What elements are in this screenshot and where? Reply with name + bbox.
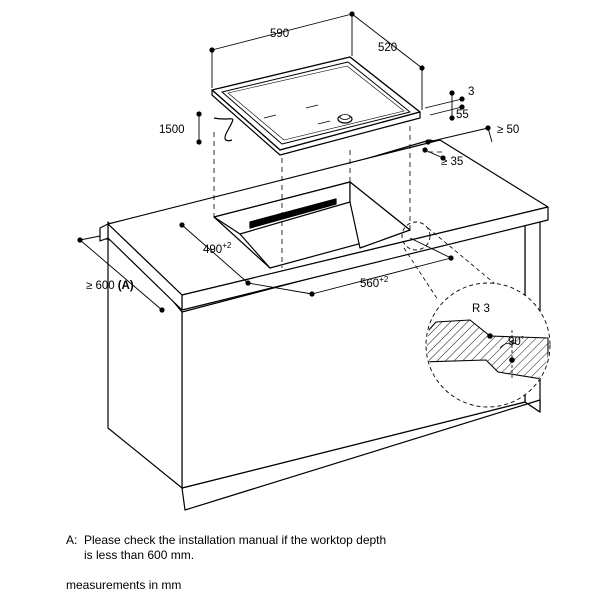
cooktop-depth-label: 520 xyxy=(378,42,397,54)
height-label: 55 xyxy=(456,109,469,121)
cutout-shadow-strip xyxy=(249,198,337,229)
min-back-distance-label: ≥ 50 xyxy=(497,124,519,136)
cable-length-label: 1500 xyxy=(159,124,185,136)
dimension-lines xyxy=(79,13,493,311)
note-a-line1: Please check the installation manual if … xyxy=(84,533,387,547)
detail-callout xyxy=(401,221,551,408)
cooktop-glass-inner xyxy=(227,65,405,141)
note-a: A: Please check the installation manual i… xyxy=(66,533,386,563)
dimension-dots xyxy=(77,11,491,313)
power-cable xyxy=(213,117,234,142)
thickness-label: 3 xyxy=(468,86,474,98)
worktop-depth-label: ≥ 600(A) xyxy=(86,280,134,292)
cooktop-zone-mark xyxy=(263,114,277,119)
cooktop-glass xyxy=(221,61,411,145)
cabinet xyxy=(107,219,541,511)
cutout-side-wall xyxy=(349,181,411,249)
cooktop-zone-mark xyxy=(305,104,319,109)
angle-label: 90° xyxy=(508,335,524,348)
cooktop xyxy=(211,56,421,156)
units-note: measurements in mm xyxy=(66,578,182,592)
note-a-line2: is less than 600 mm. xyxy=(84,548,195,562)
cutout-width-label: 560+2 xyxy=(360,275,389,290)
radius-point xyxy=(487,333,493,339)
control-knob-top xyxy=(339,114,351,120)
dimension-labels: 590 520 1500 3 55 ≥ 50 ≥ 35 490+2 560+2 … xyxy=(86,28,524,348)
angle-point xyxy=(509,357,515,363)
cooktop-zone-mark xyxy=(317,120,331,125)
cooktop-edge xyxy=(211,89,421,156)
detail-marker-circle xyxy=(401,221,431,251)
worktop-back-ledge xyxy=(99,223,109,242)
min-front-gap-label: ≥ 35 xyxy=(441,156,463,168)
cutout xyxy=(213,181,411,269)
angle-arc xyxy=(499,342,517,349)
cutout-depth-label: 490+2 xyxy=(203,241,232,256)
cooktop-width-label: 590 xyxy=(270,28,289,40)
note-a-label: A: xyxy=(66,533,78,547)
radius-label: R 3 xyxy=(472,303,490,315)
cutout-floor-edge xyxy=(239,233,271,269)
